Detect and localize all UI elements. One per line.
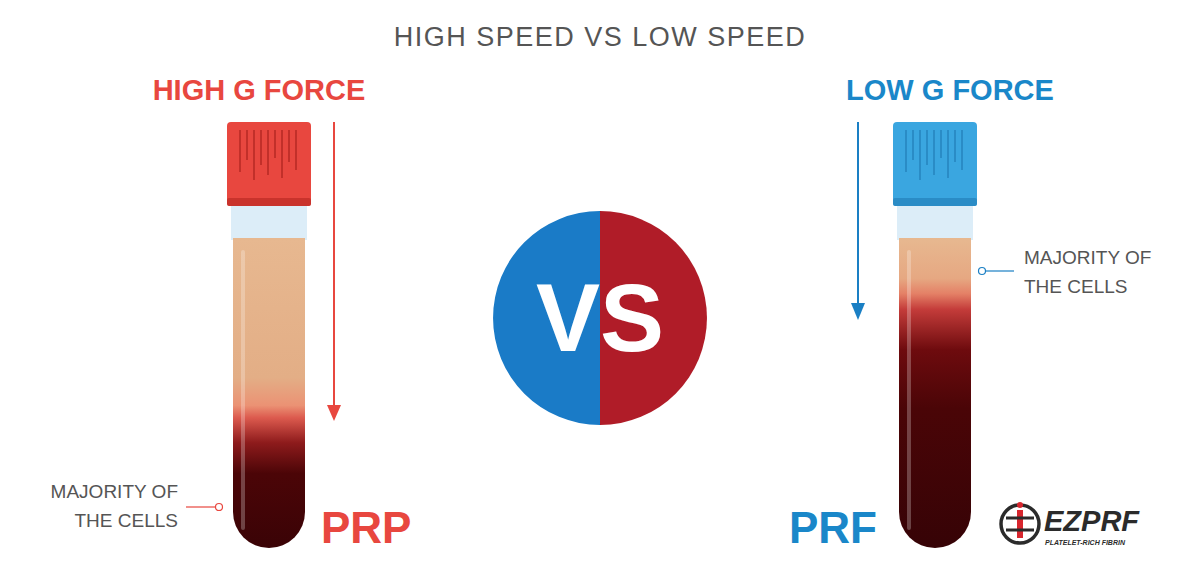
tube-neck xyxy=(231,204,307,240)
cap-lip xyxy=(227,198,311,206)
low-force-arrow xyxy=(851,122,865,320)
tube-body xyxy=(899,238,971,548)
logo-tagline: PLATELET-RICH FIBRIN xyxy=(1045,539,1125,547)
product-label: PRF xyxy=(789,503,877,554)
cap-lip xyxy=(893,198,977,206)
leader-line xyxy=(186,504,223,511)
product-label: PRP xyxy=(321,503,411,554)
high-force-arrow xyxy=(327,122,341,421)
callout-note: MAJORITY OF THE CELLS xyxy=(8,477,178,535)
cap-grooves xyxy=(240,130,296,180)
versus-circle: VS xyxy=(493,211,707,425)
cap-grooves xyxy=(906,130,962,180)
tube-cap xyxy=(893,122,977,206)
tube-highlight xyxy=(907,250,911,530)
node-text: VS xyxy=(536,270,664,366)
diagram-title: HIGH SPEED VS LOW SPEED xyxy=(394,22,807,53)
force-heading: HIGH G FORCE xyxy=(153,74,366,107)
tube-neck xyxy=(897,204,973,240)
logo-text: EZPRF xyxy=(1044,505,1139,538)
logo-icon xyxy=(1001,502,1039,543)
tube-highlight xyxy=(241,250,245,530)
force-heading: LOW G FORCE xyxy=(846,74,1054,107)
prf-tube xyxy=(893,122,977,548)
callout-note: MAJORITY OF THE CELLS xyxy=(1024,243,1192,301)
tube-cap xyxy=(227,122,311,206)
prp-tube xyxy=(227,122,311,548)
leader-line xyxy=(979,268,1015,275)
tube-body xyxy=(233,238,305,548)
